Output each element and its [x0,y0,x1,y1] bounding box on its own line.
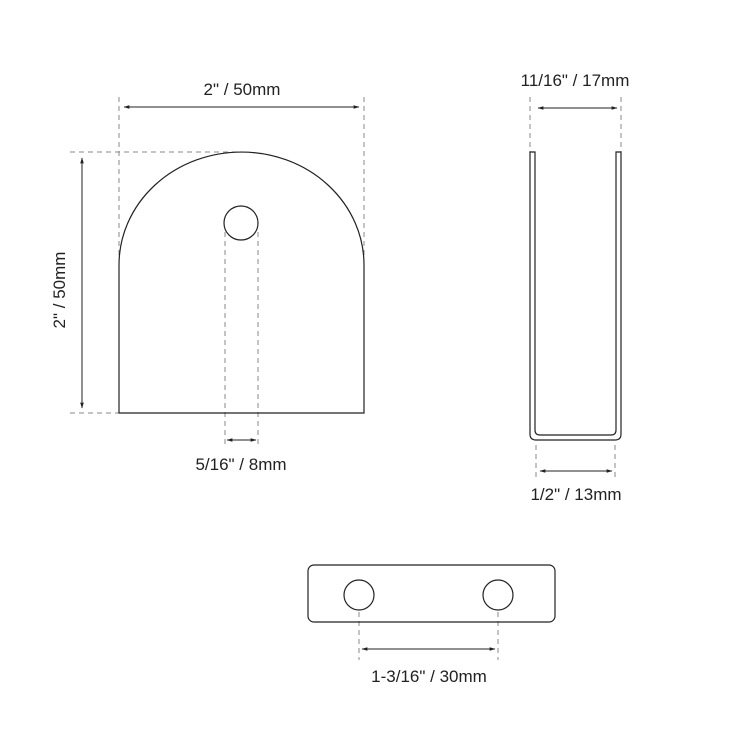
extension-lines [70,97,622,660]
front-view-hole [223,205,259,241]
side-outer-width-label: 11/16" / 17mm [520,71,630,90]
side-view-outline [529,151,622,441]
dimension-arrows [80,105,618,651]
bottom-view-outline [307,564,556,623]
side-inner-width-label: 1/2" / 13mm [530,485,622,504]
hole-spacing-label: 1-3/16" / 30mm [371,667,487,686]
hole-diameter-label: 5/16" / 8mm [195,455,287,474]
front-view-outline [118,151,365,414]
bottom-view-hole-left [343,579,375,611]
front-height-label: 2" / 50mm [50,251,69,329]
bottom-view-hole-right [482,579,514,611]
front-width-label: 2" / 50mm [203,80,281,99]
